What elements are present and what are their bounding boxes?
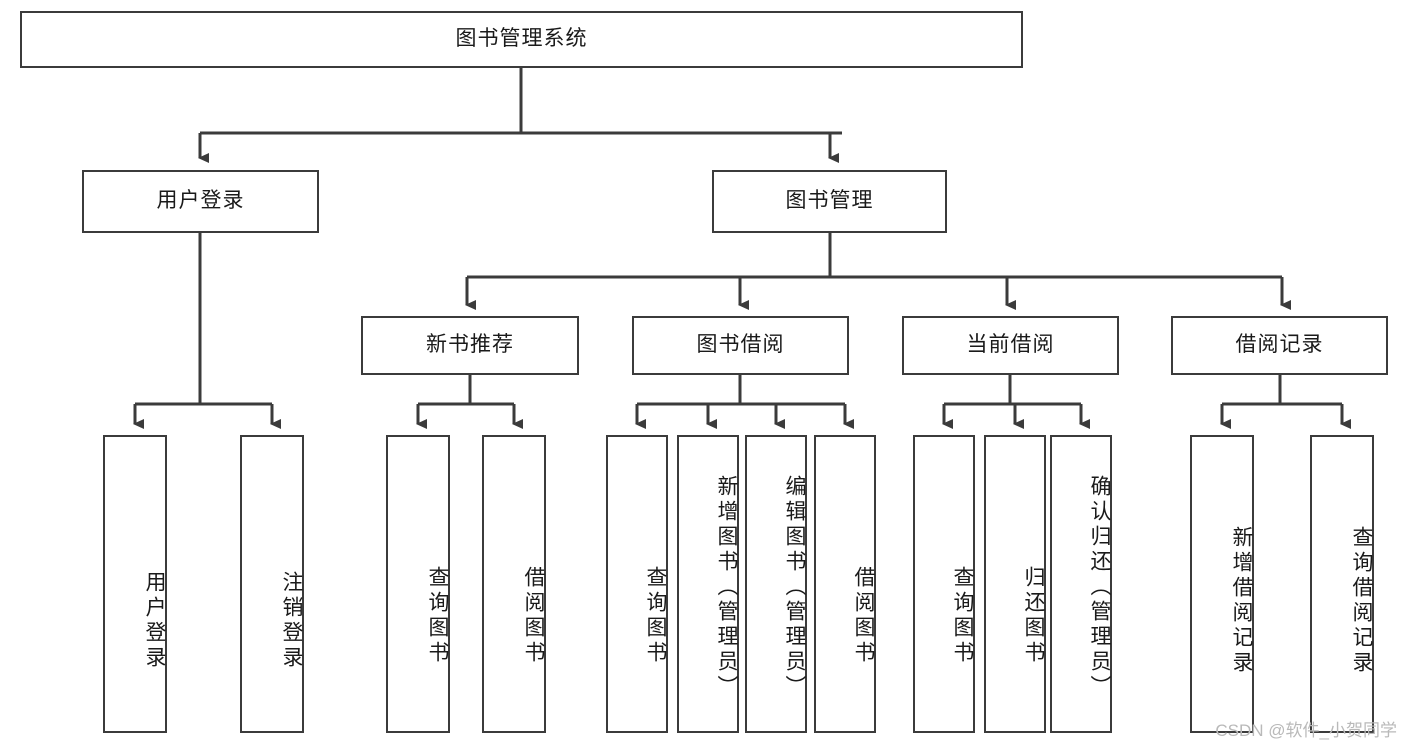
node-leaf-user-login-label: 用户登录 [143, 570, 166, 671]
node-leaf-confirm-return-admin-label: 确认归还（管理员） [1088, 474, 1111, 700]
node-leaf-return-book[interactable]: 归还图书 [984, 435, 1046, 733]
node-leaf-borrow-book-rec-label: 借阅图书 [522, 565, 545, 666]
node-book-borrow-label: 图书借阅 [696, 333, 785, 357]
node-borrow-record-label: 借阅记录 [1235, 333, 1324, 357]
node-leaf-return-book-label: 归还图书 [1022, 565, 1045, 666]
node-leaf-edit-book-admin[interactable]: 编辑图书（管理员） [745, 435, 807, 733]
node-leaf-add-borrow-record-label: 新增借阅记录 [1230, 525, 1253, 676]
node-leaf-edit-book-admin-label: 编辑图书（管理员） [783, 474, 806, 700]
node-leaf-borrow-book-b[interactable]: 借阅图书 [814, 435, 876, 733]
node-current-borrow[interactable]: 当前借阅 [902, 316, 1119, 375]
node-leaf-borrow-book-rec[interactable]: 借阅图书 [482, 435, 546, 733]
node-leaf-confirm-return-admin[interactable]: 确认归还（管理员） [1050, 435, 1112, 733]
node-leaf-query-book-c[interactable]: 查询图书 [913, 435, 975, 733]
node-leaf-user-logout[interactable]: 注销登录 [240, 435, 304, 733]
node-leaf-query-book-b[interactable]: 查询图书 [606, 435, 668, 733]
node-leaf-query-book-rec[interactable]: 查询图书 [386, 435, 450, 733]
node-borrow-record[interactable]: 借阅记录 [1171, 316, 1388, 375]
node-book-manage[interactable]: 图书管理 [712, 170, 947, 233]
node-leaf-borrow-book-b-label: 借阅图书 [852, 565, 875, 666]
node-leaf-add-book-admin[interactable]: 新增图书（管理员） [677, 435, 739, 733]
node-leaf-user-login[interactable]: 用户登录 [103, 435, 167, 733]
node-leaf-add-book-admin-label: 新增图书（管理员） [715, 474, 738, 700]
node-root[interactable]: 图书管理系统 [20, 11, 1023, 68]
node-leaf-query-book-c-label: 查询图书 [951, 565, 974, 666]
node-leaf-query-book-rec-label: 查询图书 [426, 565, 449, 666]
node-new-book-rec-label: 新书推荐 [426, 333, 514, 357]
node-book-borrow[interactable]: 图书借阅 [632, 316, 849, 375]
node-root-label: 图书管理系统 [455, 27, 588, 51]
node-leaf-add-borrow-record[interactable]: 新增借阅记录 [1190, 435, 1254, 733]
node-current-borrow-label: 当前借阅 [966, 333, 1055, 357]
node-leaf-query-borrow-record-label: 查询借阅记录 [1350, 525, 1373, 676]
node-leaf-query-borrow-record[interactable]: 查询借阅记录 [1310, 435, 1374, 733]
node-user-login-label: 用户登录 [156, 189, 245, 213]
node-new-book-rec[interactable]: 新书推荐 [361, 316, 579, 375]
node-user-login[interactable]: 用户登录 [82, 170, 319, 233]
csdn-watermark: CSDN @软件_小贺同学 [1215, 721, 1397, 740]
node-leaf-user-logout-label: 注销登录 [280, 570, 303, 671]
node-leaf-query-book-b-label: 查询图书 [644, 565, 667, 666]
node-book-manage-label: 图书管理 [785, 189, 874, 213]
